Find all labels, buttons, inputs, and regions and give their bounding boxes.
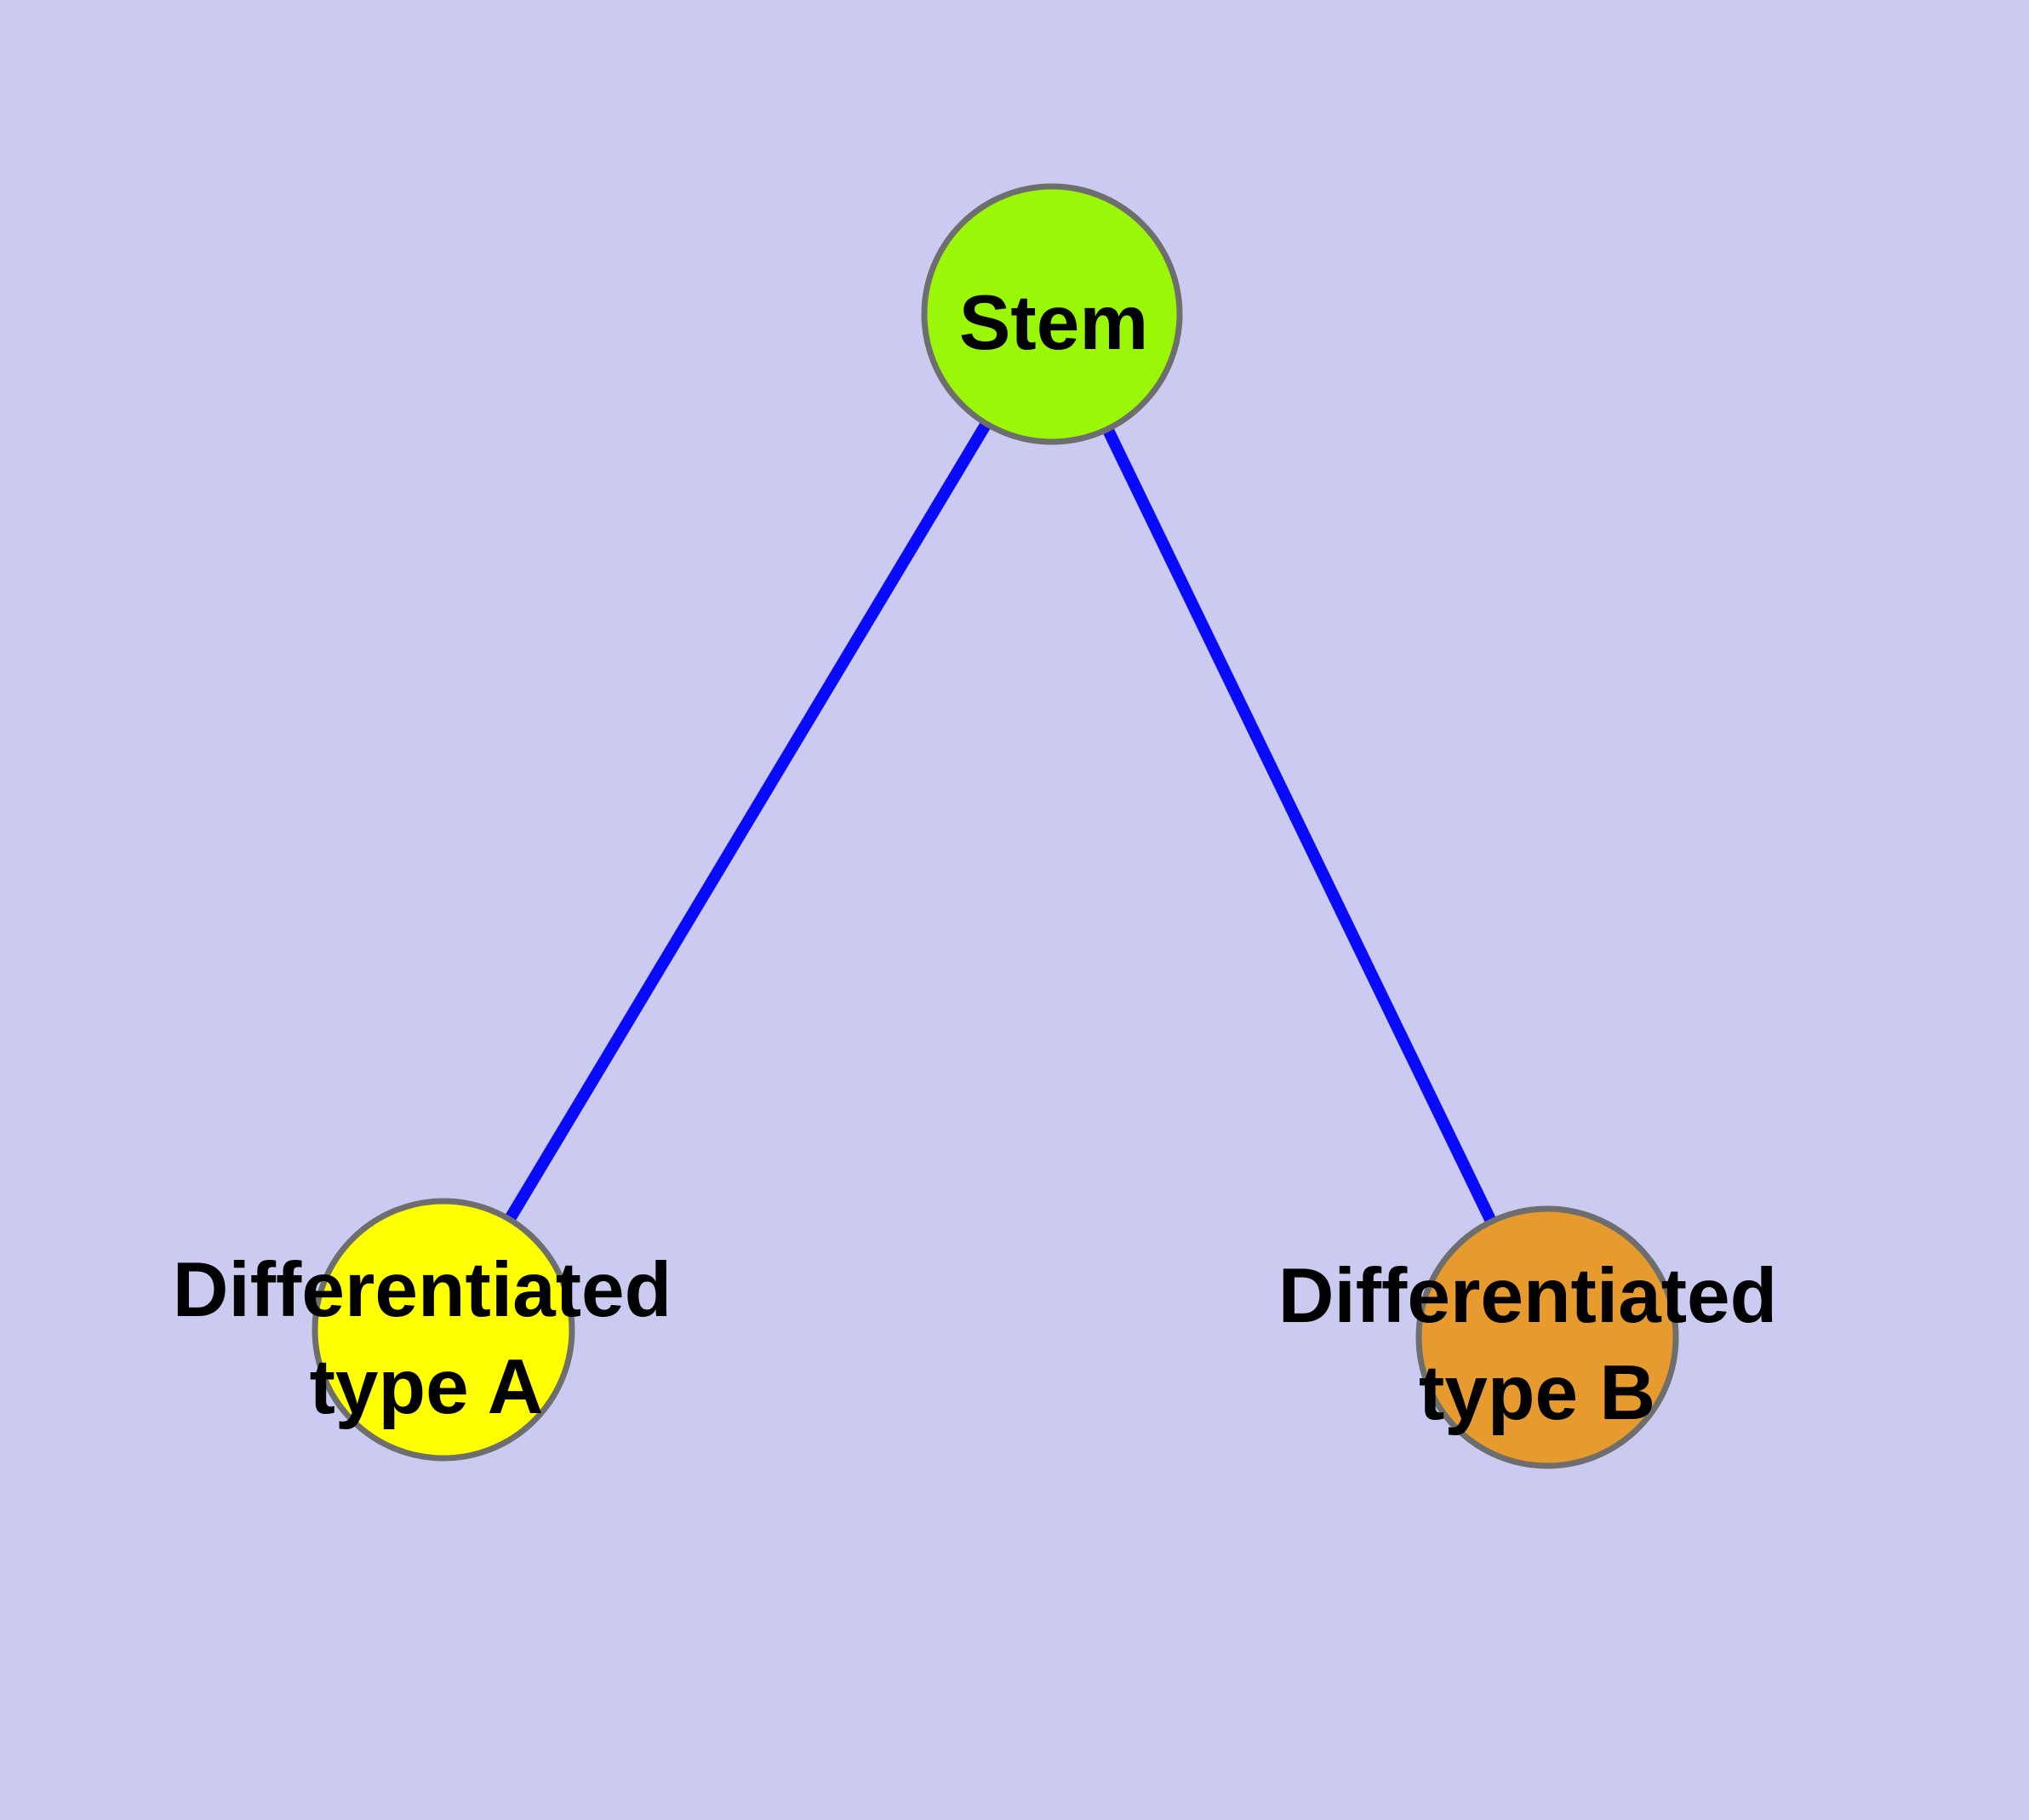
node-type-b-label-line2: type B: [1419, 1350, 1655, 1436]
node-type-b-label-line1: Differentiated: [1278, 1253, 1778, 1339]
node-differentiated-type-a: [311, 1198, 575, 1462]
node-differentiated-type-b: [1415, 1205, 1679, 1469]
edge-stem-to-type-b: [1046, 311, 1553, 1341]
node-stem-label: Stem: [959, 280, 1149, 366]
node-type-a-label-line2: type A: [310, 1344, 544, 1430]
edge-stem-to-type-a: [437, 311, 1058, 1333]
node-stem: [921, 183, 1183, 445]
node-type-a-label-line1: Differentiated: [173, 1247, 672, 1333]
